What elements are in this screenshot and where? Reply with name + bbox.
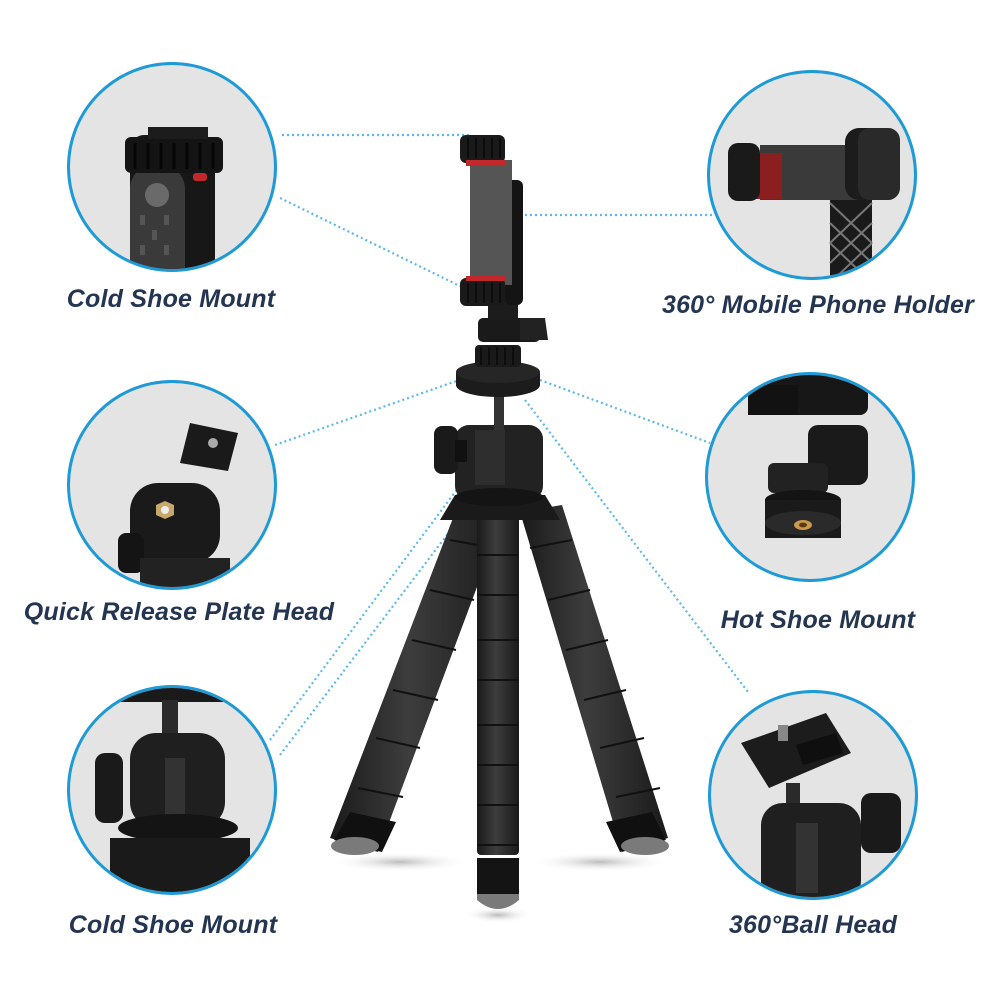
- label-cold-shoe-mount-top: Cold Shoe Mount: [66, 285, 276, 313]
- mount-plate: [456, 345, 540, 397]
- detail-circle-hot-shoe: [705, 372, 915, 582]
- ball-head-base-icon: [95, 688, 250, 892]
- detail-circle-cold-shoe-top: [67, 62, 277, 272]
- label-cold-shoe-mount-bottom: Cold Shoe Mount: [68, 911, 278, 939]
- detail-circle-ball-head: [708, 690, 918, 900]
- ball-head-assembly: [434, 395, 543, 506]
- connector-quick-release: [274, 376, 466, 447]
- tripod-leg-right: [520, 505, 669, 855]
- tripod-leg-center: [477, 505, 519, 909]
- connector-cold-shoe-bottom-2: [269, 471, 471, 741]
- phone-holder-icon: [728, 128, 900, 277]
- tripod-leg-left: [330, 505, 505, 855]
- label-hot-shoe-mount: Hot Shoe Mount: [720, 606, 916, 634]
- label-ball-head: 360°Ball Head: [728, 911, 898, 939]
- detail-circle-cold-shoe-bottom: [67, 685, 277, 895]
- connector-ball-head: [524, 399, 749, 693]
- detail-circle-quick-release: [67, 380, 277, 590]
- label-mobile-phone-holder: 360° Mobile Phone Holder: [661, 291, 975, 319]
- phone-holder-pivot: [478, 300, 548, 342]
- cold-shoe-mount-icon: [125, 127, 223, 269]
- ball-head-icon: [741, 713, 901, 897]
- hot-shoe-mount-icon: [748, 375, 868, 538]
- detail-circle-phone-holder: [707, 70, 917, 280]
- quick-release-plate-icon: [118, 423, 238, 587]
- connector-cold-shoe-bottom: [279, 464, 501, 756]
- connector-hot-shoe: [539, 378, 711, 445]
- label-quick-release-plate-head: Quick Release Plate Head: [23, 598, 335, 626]
- phone-clamp: [460, 135, 523, 306]
